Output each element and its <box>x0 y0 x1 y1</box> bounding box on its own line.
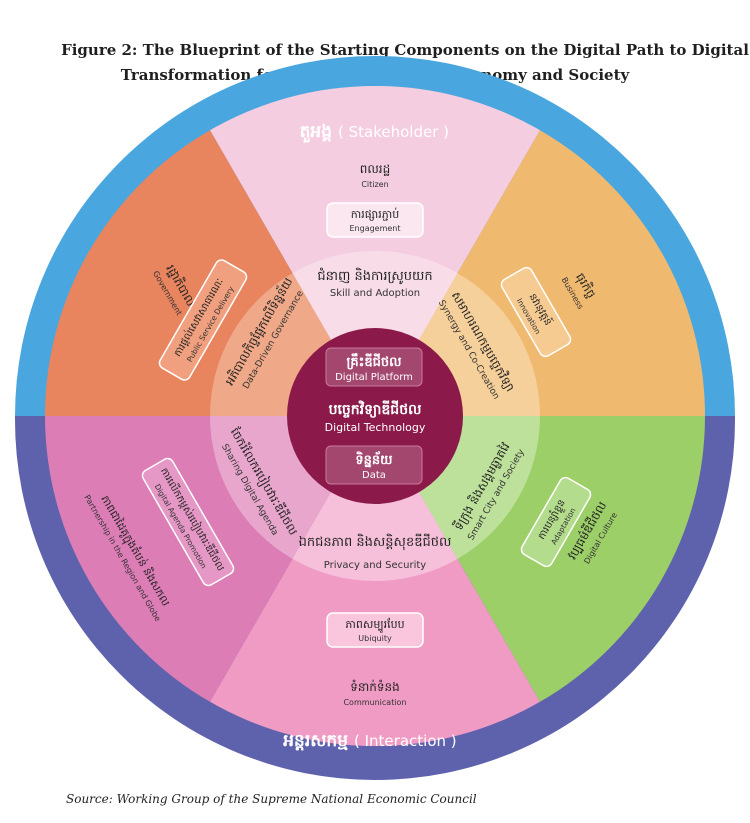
data-label: Data <box>362 470 386 481</box>
skill-label-km: ជំនាញ និងការស្រូបយក <box>317 267 432 285</box>
engagement-label-km: ការផ្សារភ្ជាប់ <box>351 207 400 221</box>
communication-label: Communication <box>343 698 406 707</box>
data-box <box>325 445 423 485</box>
engagement-label: Engagement <box>349 224 400 233</box>
stakeholder-label: តួអង្គ ( Stakeholder ) <box>300 122 449 143</box>
data-label-km: ទិន្នន័យ <box>355 451 393 468</box>
skill-label: Skill and Adoption <box>330 288 420 299</box>
innovation-box <box>500 266 572 358</box>
citizen-label-km: ពលរដ្ឋ <box>360 162 390 176</box>
agenda-promotion-box <box>141 457 235 587</box>
figure-title-line1: Figure 2: The Blueprint of the Starting … <box>61 41 749 59</box>
adaptation-box <box>520 476 592 568</box>
svg-text:( Stakeholder ): ( Stakeholder ) <box>338 123 449 141</box>
digital-platform-label: Digital Platform <box>335 372 413 383</box>
citizen-label: Citizen <box>361 180 388 189</box>
figure-source: Source: Working Group of the Supreme Nat… <box>66 792 477 806</box>
svg-text:តួអង្គ: តួអង្គ <box>300 122 332 143</box>
svg-text:អន្តរសកម្ម: អន្តរសកម្ម <box>283 731 348 751</box>
privacy-label: Privacy and Security <box>324 560 427 571</box>
digital-technology-label-km: បច្ចេកវិទ្យាឌីជីថល <box>329 400 422 418</box>
svg-text:( Interaction ): ( Interaction ) <box>354 732 457 750</box>
ubiquity-label: Ubiquity <box>358 634 392 643</box>
ubiquity-label-km: ភាពសម្បូរបែប <box>345 617 404 633</box>
digital-technology-label: Digital Technology <box>325 421 426 434</box>
digital-platform-box <box>325 347 423 387</box>
engagement-box <box>326 202 424 238</box>
innovation-box-group: នវានុវត្តន៍ Innovation <box>500 266 572 358</box>
privacy-label-km-1: ឯកជនភាព និងសន្តិសុខឌីជីថល <box>299 533 452 551</box>
public-service-box <box>158 259 248 381</box>
digital-platform-label-km: គ្រឹះឌីជីថល <box>347 353 403 370</box>
ubiquity-box <box>326 612 424 648</box>
interaction-label: អន្តរសកម្ម ( Interaction ) <box>283 731 456 751</box>
communication-label-km: ទំនាក់ទំនង <box>350 679 400 694</box>
